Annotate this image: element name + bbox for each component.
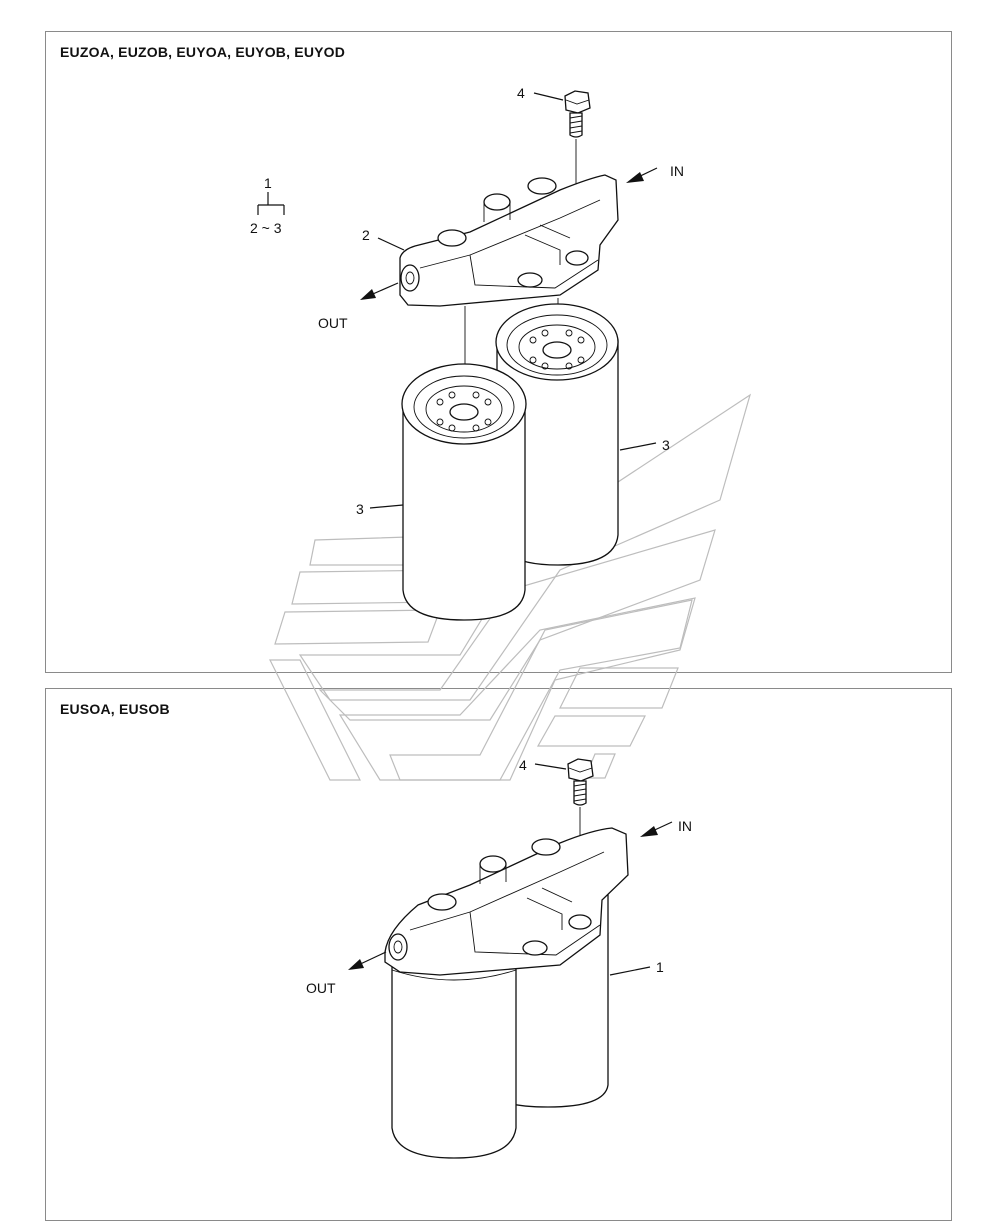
panel-top: EUZOA, EUZOB, EUYOA, EUYOB, EUYOD bbox=[45, 31, 952, 673]
top-leader-head bbox=[377, 237, 405, 251]
panel-bottom: EUSOA, EUSOB bbox=[45, 688, 952, 1221]
top-label-assembly-range: 2 ~ 3 bbox=[250, 220, 282, 236]
top-label-filter-right: 3 bbox=[662, 437, 670, 453]
bottom-filter-head bbox=[384, 827, 629, 976]
bottom-label-bolt: 4 bbox=[519, 757, 527, 773]
top-filter-right bbox=[495, 303, 619, 566]
top-label-inlet: IN bbox=[670, 163, 684, 179]
top-bolt bbox=[533, 90, 591, 250]
top-label-assembly: 1 bbox=[264, 175, 272, 191]
bottom-inlet-arrow bbox=[640, 821, 673, 837]
top-filter-left bbox=[401, 363, 527, 621]
bottom-label-assembly: 1 bbox=[656, 959, 664, 975]
panel-top-title: EUZOA, EUZOB, EUYOA, EUYOB, EUYOD bbox=[60, 44, 346, 60]
top-filter-head bbox=[399, 174, 619, 307]
top-label-filter-left: 3 bbox=[356, 501, 364, 517]
bottom-outlet-arrow bbox=[348, 951, 387, 970]
top-outlet-arrow bbox=[360, 282, 399, 300]
bottom-label-outlet: OUT bbox=[306, 980, 336, 996]
top-leader-filter-right bbox=[619, 442, 657, 451]
top-label-outlet: OUT bbox=[318, 315, 348, 331]
top-inlet-arrow bbox=[626, 167, 658, 183]
top-label-bolt: 4 bbox=[517, 85, 525, 101]
top-assembly-bracket bbox=[257, 192, 285, 215]
bottom-leader-assembly bbox=[609, 966, 651, 976]
top-label-head: 2 bbox=[362, 227, 370, 243]
panel-bottom-title: EUSOA, EUSOB bbox=[60, 701, 170, 717]
top-leader-filter-left bbox=[369, 504, 404, 509]
bottom-label-inlet: IN bbox=[678, 818, 692, 834]
